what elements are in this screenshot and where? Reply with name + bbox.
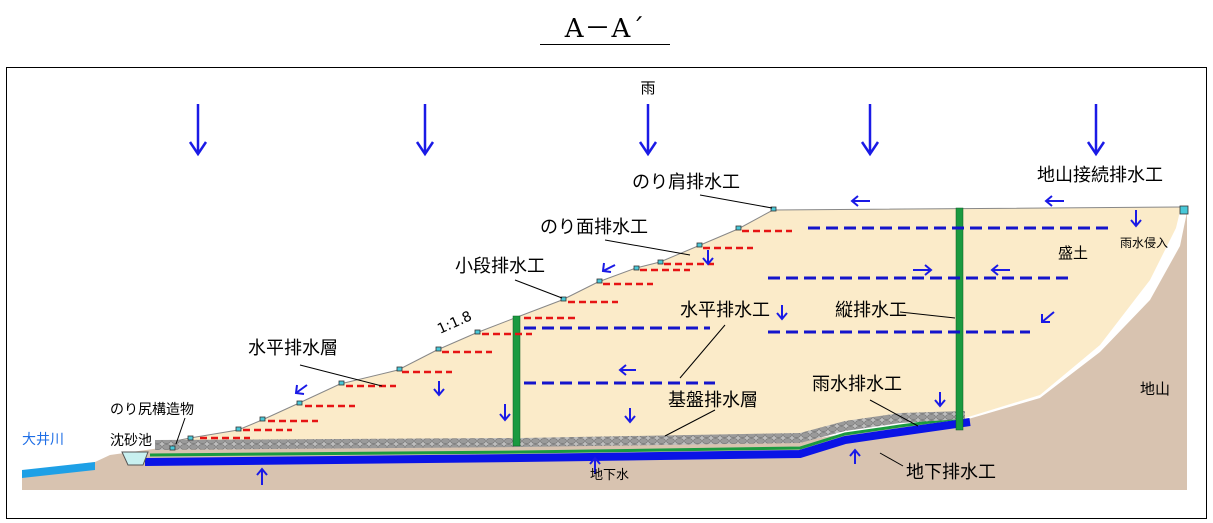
label-toe-structure: のり尻構造物 [110, 402, 194, 418]
green-liner [149, 416, 961, 457]
river-water [22, 462, 95, 478]
label-horizontal-drain-work: 水平排水工 [680, 300, 770, 321]
small-step-drains [169, 205, 1189, 451]
label-oi-river: 大井川 [22, 432, 64, 448]
rain-arrows [188, 104, 1106, 157]
sediment-basin [121, 451, 149, 466]
underground-drain-pipe [144, 418, 971, 466]
diagram-frame [6, 67, 1207, 519]
slope-outline [159, 206, 1182, 445]
label-slope-ratio: 1:1.8 [435, 308, 474, 337]
label-embankment: 盛土 [1058, 244, 1088, 262]
label-rain-infiltration: 雨水侵入 [1120, 235, 1168, 250]
label-small-step-drain: 小段排水工 [455, 256, 545, 277]
label-vertical-drain-work: 縦排水工 [835, 300, 907, 321]
foundation-gravel-layer [155, 411, 965, 450]
label-underground-drain: 地下排水工 [906, 462, 996, 483]
label-foundation-drain-layer: 基盤排水層 [668, 390, 758, 411]
label-rainwater-drain: 雨水排水工 [812, 374, 902, 395]
label-slope-face-drain: のり面排水工 [540, 217, 648, 238]
leader-lines [175, 194, 956, 467]
label-groundwater: 地下水 [590, 468, 629, 483]
flow-arrows [256, 195, 1142, 485]
label-natural-ground: 地山 [1140, 380, 1170, 398]
horizontal-drain-layers [200, 229, 792, 440]
title-underline [540, 44, 670, 45]
vertical-drain-right [955, 207, 964, 431]
horizontal-drain-works [524, 226, 1112, 385]
label-horizontal-drain-layer: 水平排水層 [248, 338, 338, 359]
section-title: A－A´ [564, 14, 646, 44]
label-shoulder-drain: のり肩排水工 [632, 172, 740, 193]
label-sediment-basin: 沈砂池 [110, 433, 152, 449]
vertical-drain-left [512, 315, 521, 447]
label-ground-connection-drain: 地山接続排水工 [1037, 165, 1163, 186]
label-rain: 雨 [640, 79, 655, 97]
